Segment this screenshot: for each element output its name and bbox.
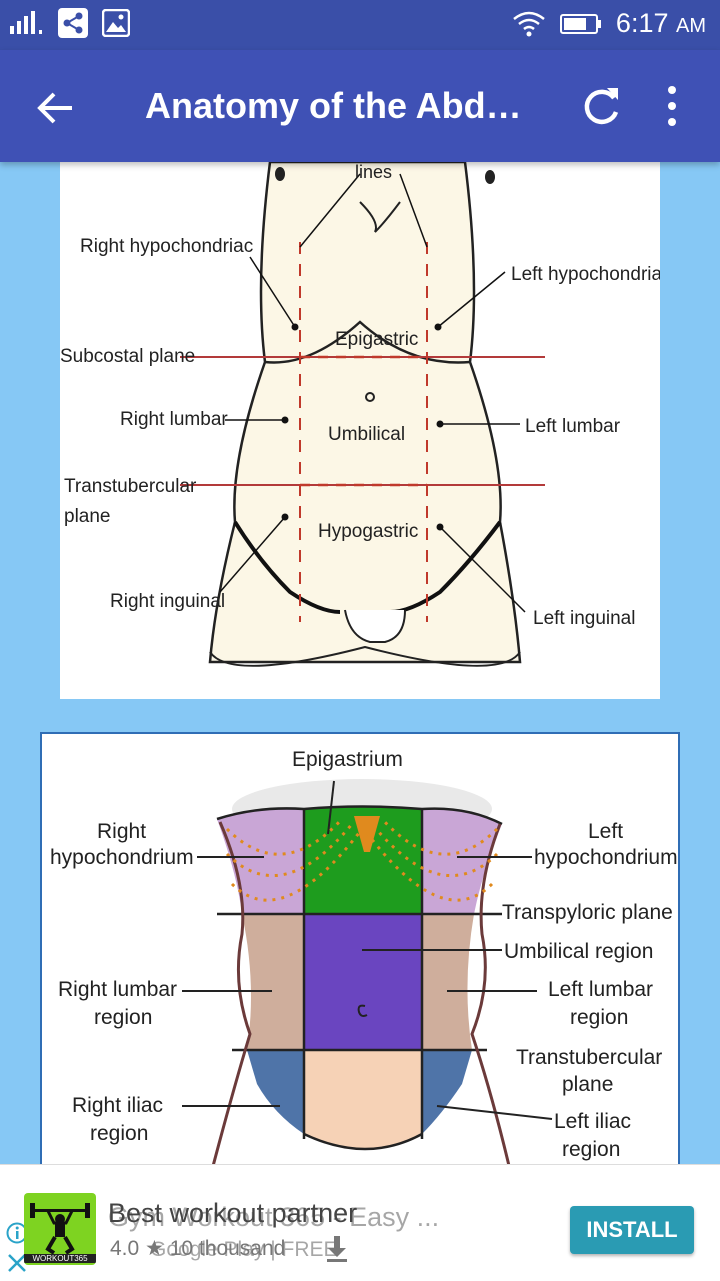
label-left-inguinal: Left inguinal (533, 608, 635, 629)
weightlifter-icon (30, 1203, 90, 1255)
label-left-hypochondrium-1: Left (588, 820, 623, 843)
ad-downloads: 10 thousand (169, 1237, 286, 1260)
ad-price: FREE (281, 1238, 338, 1261)
diagram2-canvas: Epigastrium Right hypochondrium Left hyp… (42, 734, 678, 1164)
ad-app-name: Gym Workout 365 - Easy ... (108, 1202, 440, 1232)
download-icon (327, 1236, 347, 1262)
label-umbilical: Umbilical (328, 424, 405, 445)
ad-app-logo[interactable]: WORKOUT365 (24, 1193, 96, 1265)
ad-headline: Best workout partner (108, 1198, 358, 1228)
clock: 6:17 AM (616, 8, 706, 39)
label-left-lumbar-2: region (570, 1006, 628, 1029)
label-transtubercular: Transtubercular (64, 476, 197, 497)
ad-store-overlay: Google Play | FREE (150, 1238, 338, 1261)
label-right-hypochondriac: Right hypochondriac (80, 236, 253, 257)
content-scroll[interactable]: lines Right hypochondriac Left hypochond… (0, 162, 720, 1164)
abdomen-regions-line-diagram: lines Right hypochondriac Left hypochond… (60, 162, 672, 699)
label-transtubercular-1: Transtubercular (516, 1046, 662, 1069)
battery-icon (559, 13, 601, 34)
clock-ampm: AM (676, 15, 706, 37)
label-left-lumbar: Left lumbar (525, 416, 621, 437)
label-hypogastric: Hypogastric (318, 521, 418, 542)
label-right-lumbar: Right lumbar (120, 409, 228, 430)
label-right-hypochondrium-1: Right (97, 820, 146, 843)
label-right-hypochondrium-2: hypochondrium (50, 846, 194, 869)
app-bar: Anatomy of the Abd… (0, 50, 720, 162)
label-left-lumbar-1: Left lumbar (548, 978, 653, 1001)
label-right-lumbar-1: Right lumbar (58, 978, 177, 1001)
label-right-lumbar-2: region (94, 1006, 152, 1029)
label-right-iliac-2: region (90, 1122, 148, 1145)
label-epigastric: Epigastric (335, 329, 418, 350)
share-icon (58, 8, 88, 38)
label-epigastrium: Epigastrium (292, 748, 403, 771)
ad-rating: 4.0 (110, 1237, 140, 1260)
label-left-hypochondrium-2: hypochondrium (534, 846, 678, 869)
label-left-hypochondriac: Left hypochondriac (511, 264, 660, 285)
diagram1-canvas: lines Right hypochondriac Left hypochond… (60, 162, 672, 699)
install-button[interactable]: INSTALL (570, 1206, 694, 1254)
signal-icon (10, 11, 42, 34)
star-icon: ★ (145, 1237, 164, 1260)
label-transtubercular-2: plane (562, 1073, 613, 1096)
label-right-inguinal: Right inguinal (110, 591, 225, 612)
label-right-iliac-1: Right iliac (72, 1094, 163, 1117)
more-vert-icon[interactable] (660, 84, 684, 130)
label-lines: lines (355, 162, 392, 182)
label-left-iliac-1: Left iliac (554, 1110, 631, 1133)
label-left-iliac-2: region (562, 1138, 620, 1161)
label-transpyloric-plane: Transpyloric plane (502, 901, 673, 924)
page-title: Anatomy of the Abd… (145, 85, 522, 126)
label-transtubercular-plane: plane (64, 506, 111, 527)
ad-store: Google Play (150, 1238, 265, 1261)
label-umbilical-region: Umbilical region (504, 940, 653, 963)
status-bar: 6:17 AM (0, 0, 720, 50)
ad-logo-text: WORKOUT365 (24, 1254, 96, 1263)
ad-close-icon[interactable] (6, 1252, 28, 1274)
ad-meta: 4.0 ★ 10 thousand (110, 1236, 285, 1261)
abdomen-regions-color-diagram: Epigastrium Right hypochondrium Left hyp… (40, 732, 680, 1164)
image-icon (102, 9, 130, 37)
clock-time: 6:17 (615, 8, 669, 38)
refresh-icon[interactable] (578, 84, 624, 130)
wifi-icon (513, 11, 545, 36)
label-subcostal-plane: Subcostal plane (60, 346, 195, 367)
back-arrow-icon[interactable] (30, 82, 82, 134)
